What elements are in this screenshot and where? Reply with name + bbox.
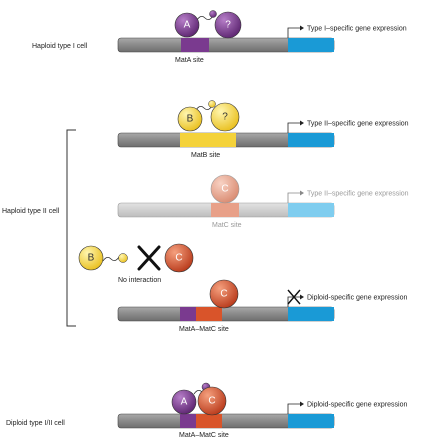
site-label: MatA–MatC site (179, 326, 229, 333)
mata-site-segment (180, 307, 196, 321)
protein-unknown (210, 102, 240, 132)
protein-c-label: C (175, 253, 182, 264)
gene-segment (288, 38, 334, 52)
site-label: MatA–MatC site (179, 432, 229, 439)
matc-site-segment (211, 203, 239, 217)
site-label: MatB site (191, 152, 220, 159)
matc-site-segment (196, 414, 222, 428)
no-interaction-label: No interaction (118, 277, 161, 284)
protein-a-label: A (181, 397, 188, 408)
protein-b-label: B (88, 253, 95, 264)
gene-segment (288, 203, 334, 217)
label-haploid-type-1: Haploid type I cell (32, 43, 88, 50)
no-interaction-panel: B C No interaction (78, 243, 194, 284)
protein-linker (196, 15, 214, 21)
protein-b-label: B (187, 114, 194, 125)
linker-bead (209, 10, 217, 18)
site-label: MatC site (212, 222, 242, 229)
expression-label: Type I–specific gene expression (307, 26, 407, 33)
protein-linker (102, 256, 120, 262)
matc-site-segment (196, 307, 222, 321)
protein-b (78, 245, 104, 271)
protein-c (210, 174, 240, 204)
protein-a-label: A (184, 20, 191, 31)
transcription-arrow-head (300, 294, 304, 300)
protein-linker (195, 105, 213, 111)
row-mata: Type I–specific gene expression A ? MatA… (117, 10, 407, 64)
protein-unknown-label: ? (225, 20, 231, 31)
protein-a (171, 389, 197, 415)
transcription-arrow (287, 403, 300, 414)
expression-label: Diploid-specific gene expression (307, 402, 407, 409)
linker-bead (118, 253, 128, 263)
mata-site-segment (180, 414, 196, 428)
row-mata-matc-blocked: Diploid-specific gene expression C MatA–… (117, 279, 407, 333)
transcription-arrow (287, 192, 300, 203)
row-matc: Type II–specific gene expression C MatC … (117, 174, 409, 229)
protein-c-label: C (220, 289, 227, 300)
gene-segment (288, 414, 334, 428)
transcription-arrow-head (300, 120, 304, 126)
protein-linker (193, 390, 203, 395)
transcription-arrow-head (300, 190, 304, 196)
haploid-type-2-bracket (66, 129, 76, 327)
expression-label: Type II–specific gene expression (307, 191, 409, 198)
transcription-arrow (287, 122, 300, 133)
blocked-cross-icon (287, 289, 301, 305)
protein-c-label: C (208, 396, 215, 407)
gene-segment (288, 133, 334, 147)
protein-unknown-label: ? (222, 112, 228, 123)
protein-b (177, 106, 203, 132)
protein-a (174, 12, 200, 38)
protein-c (209, 279, 239, 309)
transcription-arrow-head (300, 401, 304, 407)
row-matb: Type II–specific gene expression B ? Mat… (117, 100, 409, 159)
transcription-arrow-head (300, 25, 304, 31)
linker-bead (208, 100, 216, 108)
protein-unknown (214, 11, 242, 39)
matb-site-segment (180, 133, 236, 147)
cross-icon (137, 245, 161, 271)
protein-c (197, 386, 227, 416)
row-diploid: Diploid-specific gene expression A C Mat… (117, 382, 407, 439)
label-diploid: Diploid type I/II cell (6, 420, 65, 427)
mata-site-segment (181, 38, 209, 52)
expression-label: Diploid-specific gene expression (307, 295, 407, 302)
transcription-arrow (287, 27, 300, 38)
site-label: MatA site (175, 57, 204, 64)
gene-segment (288, 307, 334, 321)
label-haploid-type-2: Haploid type II cell (2, 208, 60, 215)
protein-c-label: C (221, 184, 228, 195)
expression-label: Type II–specific gene expression (307, 121, 409, 128)
protein-c (164, 243, 194, 273)
